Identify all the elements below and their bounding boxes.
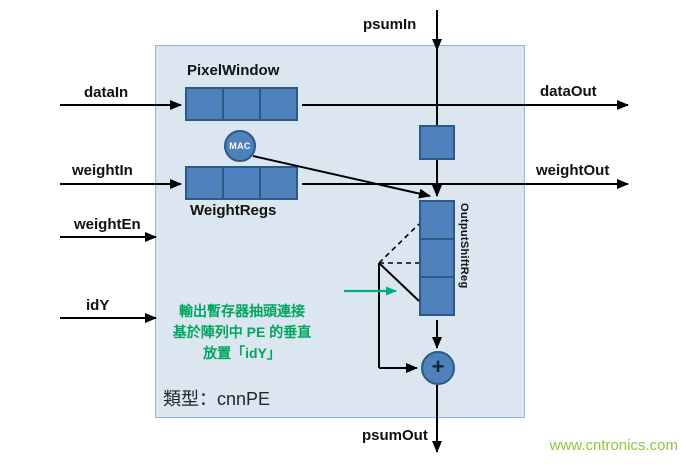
port-label-idy: idY [86,297,110,314]
port-label-weightout: weightOut [536,162,610,179]
weight-reg-cell [222,166,261,200]
port-label-weightin: weightIn [72,162,133,179]
pixel-window-cell [259,87,298,121]
port-label-weighten: weightEn [74,216,141,233]
pixel-window-registers [185,87,298,121]
annotation-line-3: 放置「idY」 [203,345,281,361]
adder-unit: + [421,351,455,385]
watermark-text: www.cntronics.com [549,437,678,454]
output-shift-reg-label: OutputShiftReg [458,203,470,289]
psum-input-register [419,125,455,160]
weight-reg-cell [259,166,298,200]
pixel-window-label: PixelWindow [187,62,280,79]
shift-reg-cell [419,276,455,316]
weight-reg-cell [185,166,224,200]
port-label-psumin: psumIn [363,16,417,33]
shift-reg-cell [419,238,455,278]
shift-reg-cell [419,200,455,240]
port-label-dataout: dataOut [540,83,597,100]
plus-icon: + [431,354,445,379]
output-shift-register [419,200,455,316]
pixel-window-cell [185,87,224,121]
weight-regs-label: WeightRegs [190,202,277,219]
annotation-line-1: 輸出暫存器抽頭連接 [179,303,305,319]
mac-label: MAC [229,141,251,151]
port-label-psumout: psumOut [362,427,428,444]
annotation-text: 輸出暫存器抽頭連接 基於陣列中 PE 的垂直 放置「idY」 [156,301,328,364]
annotation-line-2: 基於陣列中 PE 的垂直 [172,324,312,340]
weight-registers [185,166,298,200]
mac-unit: MAC [224,130,256,162]
pixel-window-cell [222,87,261,121]
pe-type-label: 類型：cnnPE [163,389,271,409]
port-label-datain: dataIn [84,84,129,101]
